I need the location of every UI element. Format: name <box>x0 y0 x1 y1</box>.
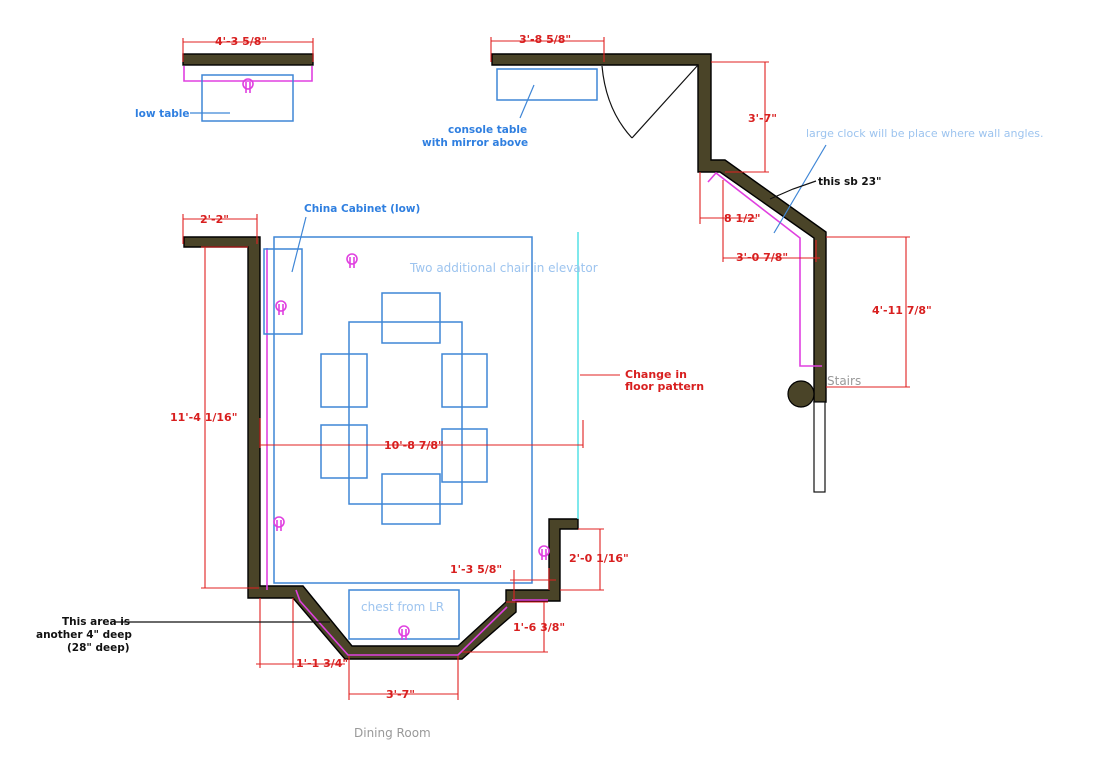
label-area-note-1: This area is <box>62 616 130 628</box>
dim-left-stub: 2'-2" <box>200 213 229 226</box>
console-table <box>496 68 598 101</box>
dim-console-width: 3'-8 5/8" <box>519 33 571 46</box>
label-low-table: low table <box>135 108 190 120</box>
dim-bay-right-depth: 1'-6 3/8" <box>513 621 565 634</box>
leader-clock <box>773 144 827 234</box>
label-area-note-2: another 4" deep <box>36 629 132 641</box>
dim-bay-width: 3'-7" <box>386 688 415 701</box>
leader-console <box>519 84 535 119</box>
dim-right-wall: 4'-11 7/8" <box>872 304 932 317</box>
china-cabinet <box>263 248 303 335</box>
dim-bay-left-depth: 1'-1 3/4" <box>296 657 348 670</box>
outlet-icon <box>242 78 254 93</box>
chair-top <box>381 292 441 344</box>
offset-line-bay <box>295 589 508 656</box>
dim-low-table-width: 4'-3 5/8" <box>215 35 267 48</box>
dim-bottom-right-jog: 2'-0 1/16" <box>569 552 629 565</box>
chair-right-lower <box>441 428 488 483</box>
leader-china-cabinet <box>291 216 307 273</box>
chair-bottom <box>381 473 441 525</box>
dining-table <box>348 321 463 505</box>
dim-angle-width: 3'-0 7/8" <box>736 251 788 264</box>
label-chest: chest from LR <box>361 600 444 614</box>
outlet-icon <box>398 625 410 640</box>
door-arc <box>601 65 633 139</box>
wall-top-right <box>491 53 827 403</box>
outlet-icon <box>538 545 550 560</box>
low-table <box>201 74 294 122</box>
chair-left-lower <box>320 424 368 479</box>
wall-dining-main <box>183 236 579 660</box>
label-console-line2: with mirror above <box>422 137 528 149</box>
dim-room-width: 10'-8 7/8" <box>384 439 444 452</box>
dim-upper-return: 3'-7" <box>748 112 777 125</box>
label-angle-note: this sb 23" <box>818 176 882 188</box>
dim-bottom-right-return: 1'-3 5/8" <box>450 563 502 576</box>
rug <box>273 236 533 584</box>
stair-rail <box>813 401 826 493</box>
chest <box>348 589 460 640</box>
label-area-note-3: (28" deep) <box>67 642 130 654</box>
stair-newel <box>787 380 815 408</box>
dim-left-wall: 11'-4 1/16" <box>170 411 237 424</box>
offset-line-angle <box>707 171 822 367</box>
label-floor-change-2: floor pattern <box>625 380 704 393</box>
label-extra-chairs: Two additional chair in elevator <box>409 261 598 275</box>
door-leaf <box>631 64 699 139</box>
label-floor-change-1: Change in <box>625 368 687 381</box>
label-console-line1: console table <box>448 124 527 136</box>
outlet-icon <box>275 300 287 315</box>
wall-top-left <box>182 53 314 66</box>
label-clock-note: large clock will be place where wall ang… <box>806 127 1044 140</box>
label-stairs: Stairs <box>827 374 861 388</box>
offset-line-top-left <box>183 66 313 82</box>
page-title: Dining Room <box>354 726 431 740</box>
dim-angle-offset: 8 1/2" <box>724 212 761 225</box>
dimension-lines <box>182 37 910 700</box>
outlet-icon <box>273 516 285 531</box>
leader-angle-note <box>769 180 817 200</box>
chair-right-upper <box>441 353 488 408</box>
label-china-cabinet: China Cabinet (low) <box>304 203 420 215</box>
outlet-icon <box>346 253 358 268</box>
chair-left-upper <box>320 353 368 408</box>
